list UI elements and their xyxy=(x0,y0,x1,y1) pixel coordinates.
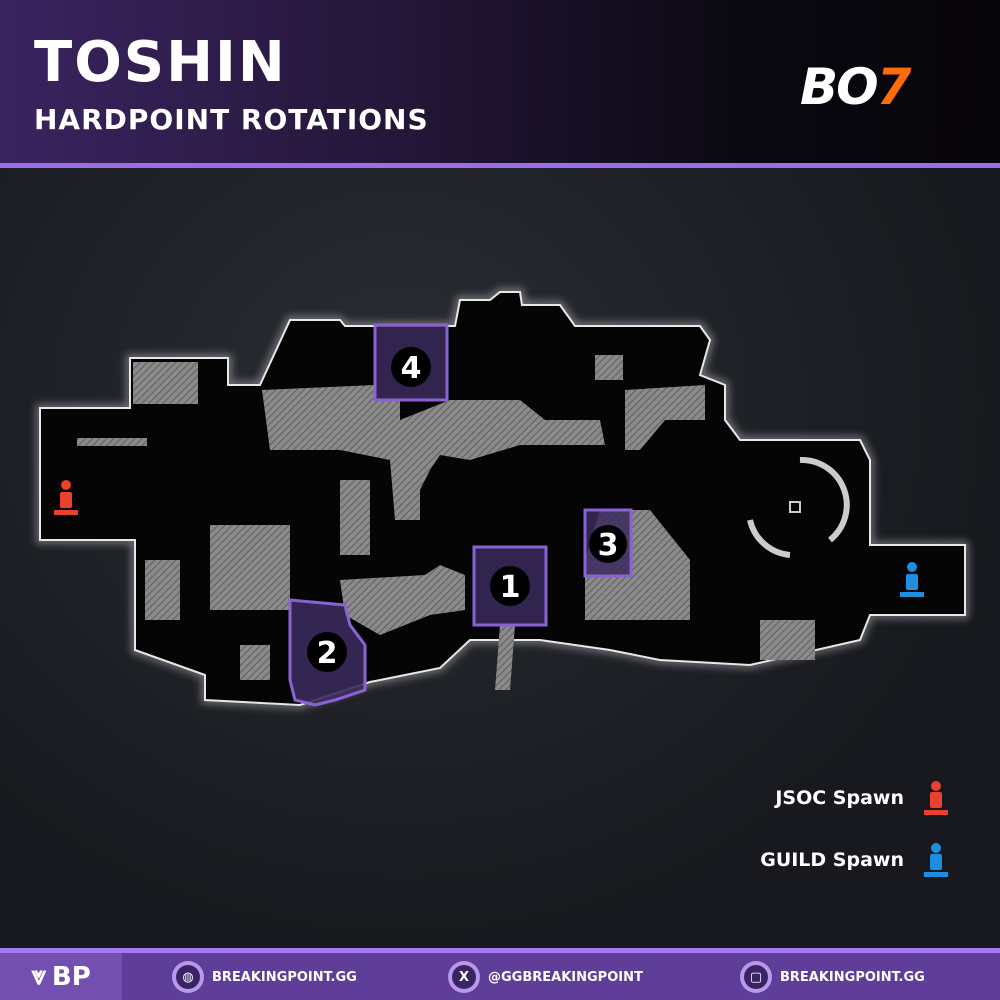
website-link[interactable]: ◍ BREAKINGPOINT.GG xyxy=(172,961,357,993)
guild-spawn-icon xyxy=(900,562,924,597)
map-title: TOSHIN xyxy=(34,30,287,95)
x-icon: X xyxy=(452,965,476,989)
twitter-link[interactable]: X @GGBREAKINGPOINT xyxy=(448,961,643,993)
legend-jsoc: JSOC Spawn xyxy=(760,780,950,816)
header: TOSHIN HARDPOINT ROTATIONS BO7 xyxy=(0,0,1000,163)
hardpoint-label: 3 xyxy=(598,528,619,563)
instagram-link[interactable]: ▢ BREAKINGPOINT.GG xyxy=(740,961,925,993)
hardpoint-4: 4 xyxy=(373,323,449,402)
map-circle-structure xyxy=(747,456,850,558)
instagram-icon: ▢ xyxy=(744,965,768,989)
legend-guild: GUILD Spawn xyxy=(760,842,950,878)
header-divider xyxy=(0,163,1000,168)
map-structures xyxy=(77,355,815,690)
legend: JSOC Spawn GUILD Spawn xyxy=(760,780,950,904)
hardpoint-label: 4 xyxy=(401,351,422,386)
map-subtitle: HARDPOINT ROTATIONS xyxy=(34,103,429,136)
footer: ⩔BP ◍ BREAKINGPOINT.GG X @GGBREAKINGPOIN… xyxy=(0,948,1000,1000)
jsoc-spawn-icon xyxy=(924,781,948,815)
hardpoint-3: 3 xyxy=(583,508,633,578)
globe-icon: ◍ xyxy=(176,965,200,989)
jsoc-spawn-icon xyxy=(54,480,78,515)
hardpoint-1: 1 xyxy=(472,545,548,627)
bp-logo: ⩔BP xyxy=(0,953,122,1000)
hardpoint-label: 1 xyxy=(500,570,521,605)
guild-spawn-icon xyxy=(924,843,948,877)
hardpoint-2: 2 xyxy=(288,598,367,707)
hardpoint-label: 2 xyxy=(317,636,338,671)
bp-chevron-icon: ⩔ xyxy=(31,961,46,991)
bo7-logo: BO7 xyxy=(800,58,911,116)
